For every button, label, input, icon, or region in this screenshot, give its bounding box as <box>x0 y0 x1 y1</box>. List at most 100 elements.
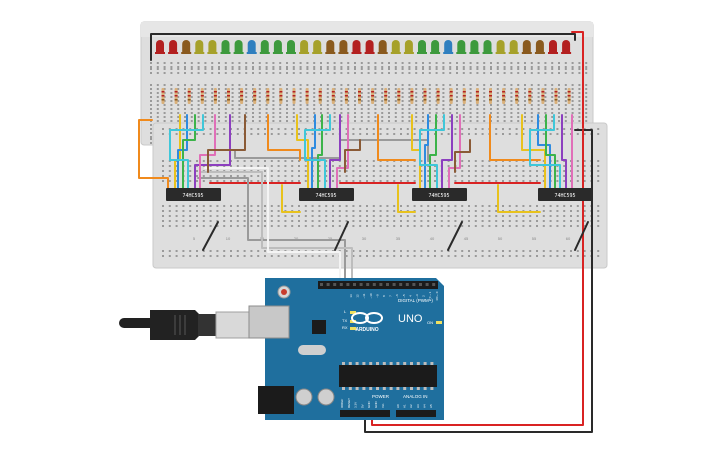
resistor <box>187 88 191 104</box>
chip-1[interactable]: 74HC595 <box>166 188 221 201</box>
resistor <box>515 88 519 104</box>
wire-section3-green <box>429 114 437 191</box>
power-pin-label: A5 <box>429 404 433 408</box>
digital-pin-label: ~9 <box>375 294 379 298</box>
wire-yellow-1 <box>281 184 301 213</box>
column-number: 40 <box>430 236 435 241</box>
led[interactable] <box>233 40 244 54</box>
resistor <box>279 88 283 104</box>
led[interactable] <box>272 40 283 54</box>
resistor <box>227 88 230 104</box>
l-label: L <box>344 309 347 314</box>
led[interactable] <box>417 40 427 54</box>
wire-black-gnd-3 <box>447 221 463 251</box>
led[interactable] <box>377 40 388 54</box>
led[interactable] <box>469 40 480 54</box>
wires[interactable] <box>138 31 593 433</box>
wire-gray-1 <box>197 177 346 283</box>
led[interactable] <box>259 40 270 54</box>
wire-section3-yellow <box>411 114 421 191</box>
chip-3[interactable]: 74HC595 <box>412 188 467 201</box>
wire-section3-purple <box>441 114 453 191</box>
resistor <box>462 88 466 104</box>
wire-yellow-3 <box>497 184 541 213</box>
arduino-uno-board[interactable]: ARDUINO UNO DIGITAL (PWM~) POWER ANALOG … <box>248 278 444 420</box>
led[interactable] <box>351 40 362 54</box>
led[interactable] <box>443 40 454 54</box>
power-pin-label: 3.3V <box>354 402 358 408</box>
led[interactable] <box>508 40 519 54</box>
digital-pin-label: 7 <box>389 295 393 297</box>
power-pin-label: Vin <box>381 403 385 408</box>
led[interactable] <box>155 40 165 54</box>
resistor <box>344 88 348 104</box>
resistor <box>567 88 571 104</box>
digital-pin-label: 13 <box>349 294 353 298</box>
power-pin-label: A3 <box>416 404 420 408</box>
led-row[interactable] <box>155 40 572 54</box>
digital-pin-label: ~6 <box>395 294 399 298</box>
led[interactable] <box>220 40 231 54</box>
wire-section2-cyan <box>304 114 331 191</box>
wire-section4-orange <box>489 114 541 161</box>
led[interactable] <box>338 40 349 54</box>
power-pin-label: RESET <box>347 398 351 408</box>
led[interactable] <box>181 40 192 54</box>
column-number: 60 <box>566 236 571 241</box>
wire-section2-orange <box>267 114 301 161</box>
chip-4-label: 74HC595 <box>554 193 575 199</box>
chip-2-label: 74HC595 <box>315 193 336 199</box>
resistor <box>410 88 414 104</box>
wire-section3-cyan <box>419 114 445 191</box>
column-number: 30 <box>362 236 367 241</box>
digital-header <box>318 281 438 289</box>
chip-4[interactable]: 74HC595 <box>538 188 593 201</box>
power-pin-label: A4 <box>422 404 426 408</box>
chip-2[interactable]: 74HC595 <box>299 188 354 201</box>
resistor <box>423 88 427 104</box>
wire-section1-purple <box>194 114 231 191</box>
led[interactable] <box>403 40 414 54</box>
led[interactable] <box>312 40 323 54</box>
led[interactable] <box>548 40 558 54</box>
chip-1-label: 74HC595 <box>182 193 203 199</box>
wire-section2-brown <box>344 139 361 173</box>
led[interactable] <box>207 40 218 54</box>
column-number: 55 <box>532 236 537 241</box>
column-number: 50 <box>498 236 503 241</box>
led[interactable] <box>246 40 257 54</box>
led[interactable] <box>299 40 310 54</box>
resistor <box>305 88 309 104</box>
led[interactable] <box>561 40 572 54</box>
usb-cable[interactable] <box>119 310 250 340</box>
resistor <box>436 88 440 104</box>
led[interactable] <box>325 40 336 54</box>
led[interactable] <box>456 40 467 54</box>
led[interactable] <box>521 40 532 54</box>
led[interactable] <box>286 40 296 54</box>
led[interactable] <box>390 40 401 54</box>
resistor <box>358 88 361 104</box>
led[interactable] <box>364 40 375 54</box>
led[interactable] <box>194 40 205 54</box>
column-number: 5 <box>193 236 196 241</box>
usb-port <box>248 305 290 339</box>
digital-pin-label: ~11 <box>362 293 366 298</box>
wire-section1-cyan <box>169 114 204 191</box>
wire-section2-blue <box>311 114 316 191</box>
tx-label: TX <box>342 318 347 323</box>
led[interactable] <box>482 40 493 54</box>
led[interactable] <box>495 40 506 54</box>
digital-pin-label: 4 <box>408 295 412 297</box>
power-pin-label: A1 <box>403 404 407 408</box>
wire-red-right <box>371 129 584 426</box>
resistor <box>449 88 453 104</box>
led[interactable] <box>168 40 179 54</box>
digital-pin-label: ~5 <box>402 294 406 298</box>
wire-section4-purple <box>561 114 567 191</box>
led[interactable] <box>534 40 545 54</box>
led[interactable] <box>430 40 441 54</box>
wire-section2-yellow <box>296 114 309 191</box>
power-pin-label: A2 <box>409 404 413 408</box>
